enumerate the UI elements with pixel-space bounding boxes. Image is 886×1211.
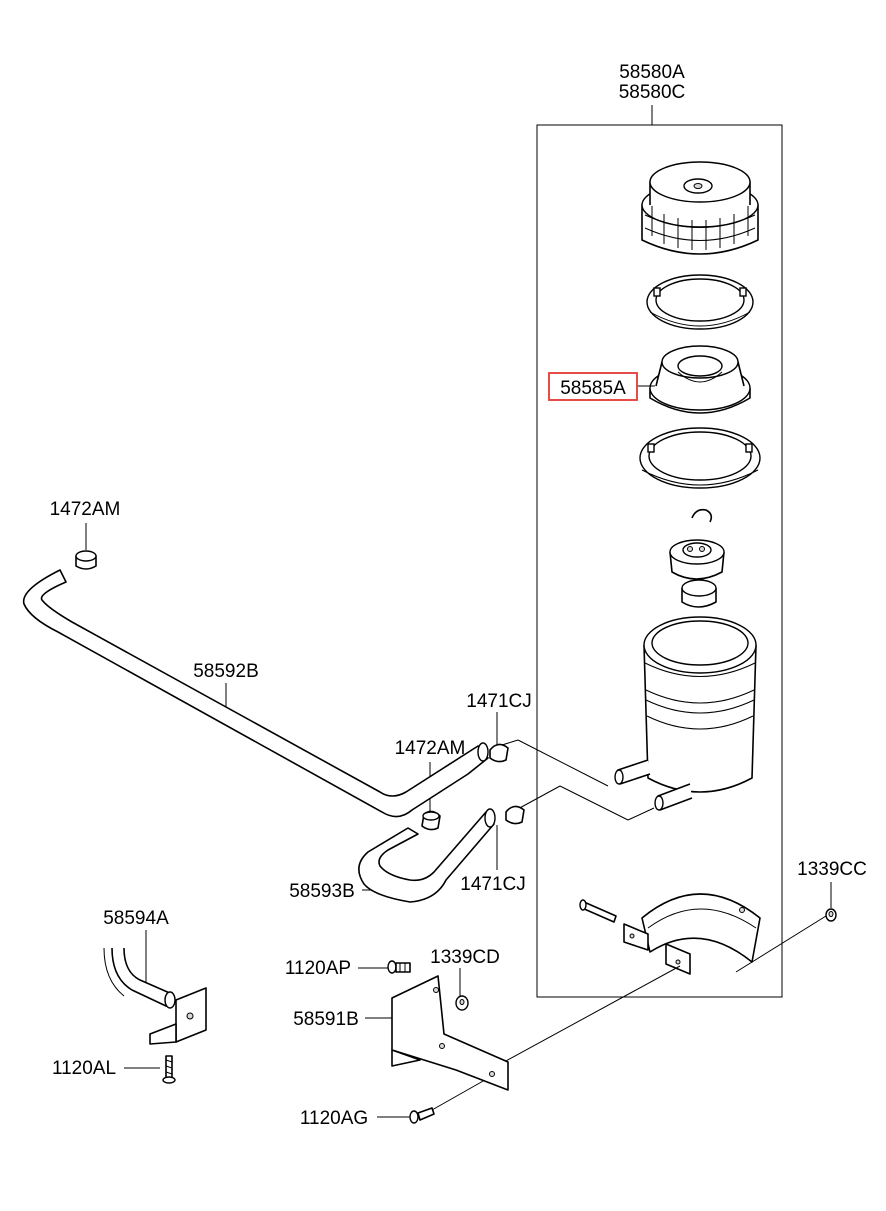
suction-hose[interactable] [358,808,496,903]
label-1339cd[interactable]: 1339CD [430,947,500,968]
bolt-1120ap[interactable] [387,960,411,974]
leader-lines [85,385,832,1118]
label-58580a[interactable]: 58580A [619,62,685,83]
reservoir-assembly-frame [536,124,783,998]
label-1120ap[interactable]: 1120AP [285,958,351,979]
reservoir-cap[interactable] [641,161,759,255]
label-58591b[interactable]: 58591B [293,1009,359,1030]
cap-gasket-ring[interactable] [646,274,754,330]
label-58593b[interactable]: 58593B [289,881,355,902]
label-58580c[interactable]: 58580C [619,82,686,103]
label-1120ag[interactable]: 1120AG [300,1108,368,1129]
hose-clamp-1472am-mid[interactable] [421,810,441,831]
hose-clamp-1471cj-bottom[interactable] [505,805,525,825]
reservoir-band-clamp[interactable] [579,893,761,975]
nut-1339cc[interactable] [825,908,837,922]
label-58585a[interactable]: 58585A [560,378,626,399]
label-58592b[interactable]: 58592B [193,661,259,682]
filter-seal-ring[interactable] [639,427,761,489]
return-hose[interactable] [22,569,489,818]
tube-bracket-58594a[interactable] [103,947,207,1045]
label-1339cc[interactable]: 1339CC [797,859,867,880]
label-58594a[interactable]: 58594A [103,908,169,929]
relief-valve[interactable] [669,539,725,580]
bolt-1120al[interactable] [162,1055,176,1084]
label-1472am-mid[interactable]: 1472AM [395,738,466,759]
bolt-1120ag[interactable] [409,1107,435,1124]
label-1472am-left[interactable]: 1472AM [50,499,121,520]
highlight-box [548,372,638,401]
reservoir-body[interactable] [614,616,757,811]
nut-1339cd[interactable] [455,995,469,1011]
snap-ring[interactable] [691,508,713,523]
hose-clamp-1471cj-top[interactable] [489,743,509,763]
reservoir-filter[interactable] [649,345,751,414]
mounting-bracket-58591b[interactable] [391,975,509,1091]
label-1471cj-top[interactable]: 1471CJ [466,691,532,712]
valve-plug[interactable] [681,579,717,608]
label-1471cj-bottom[interactable]: 1471CJ [460,874,526,895]
hose-clamp-1472am-left[interactable] [75,550,97,570]
label-1120al[interactable]: 1120AL [52,1058,116,1079]
